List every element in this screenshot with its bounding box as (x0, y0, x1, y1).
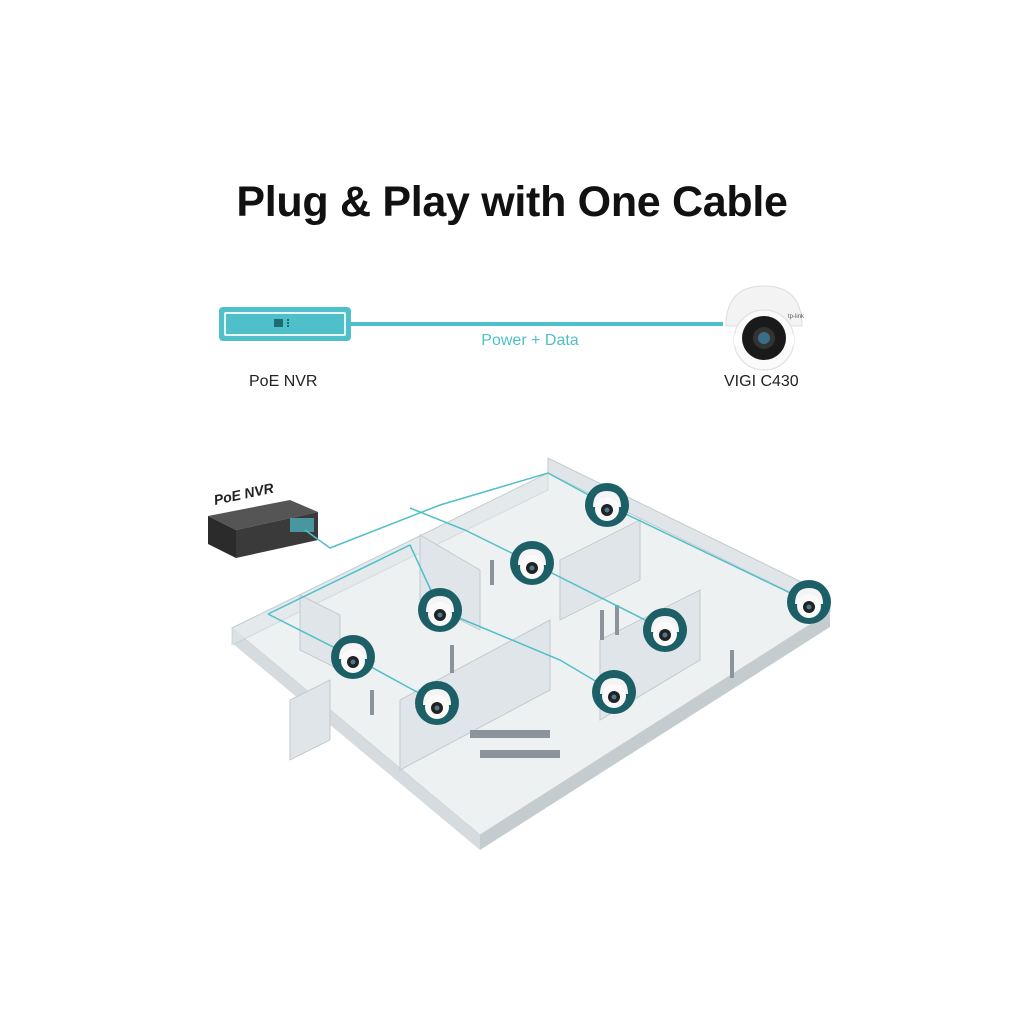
floorplan-nvr-label: PoE NVR (212, 479, 276, 507)
camera-marker-icon (418, 588, 462, 632)
nvr-label: PoE NVR (249, 373, 318, 390)
page-title: Plug & Play with One Cable (236, 178, 788, 226)
camera-brand: tp-link (788, 314, 805, 320)
camera-marker-icon (787, 580, 831, 624)
cable-line (351, 322, 723, 326)
camera-marker-icon (643, 608, 687, 652)
cable-label: Power + Data (481, 332, 579, 349)
camera-marker-icon (510, 541, 554, 585)
camera-marker-icon (585, 483, 629, 527)
camera-marker-icon (331, 635, 375, 679)
nvr-device: PoE NVR (208, 479, 318, 558)
camera-icon: tp-link (725, 285, 805, 371)
camera-label: VIGI C430 (724, 373, 799, 390)
camera-marker-icon (592, 670, 636, 714)
camera-marker-icon (415, 681, 459, 725)
poe-nvr-icon (219, 307, 351, 341)
